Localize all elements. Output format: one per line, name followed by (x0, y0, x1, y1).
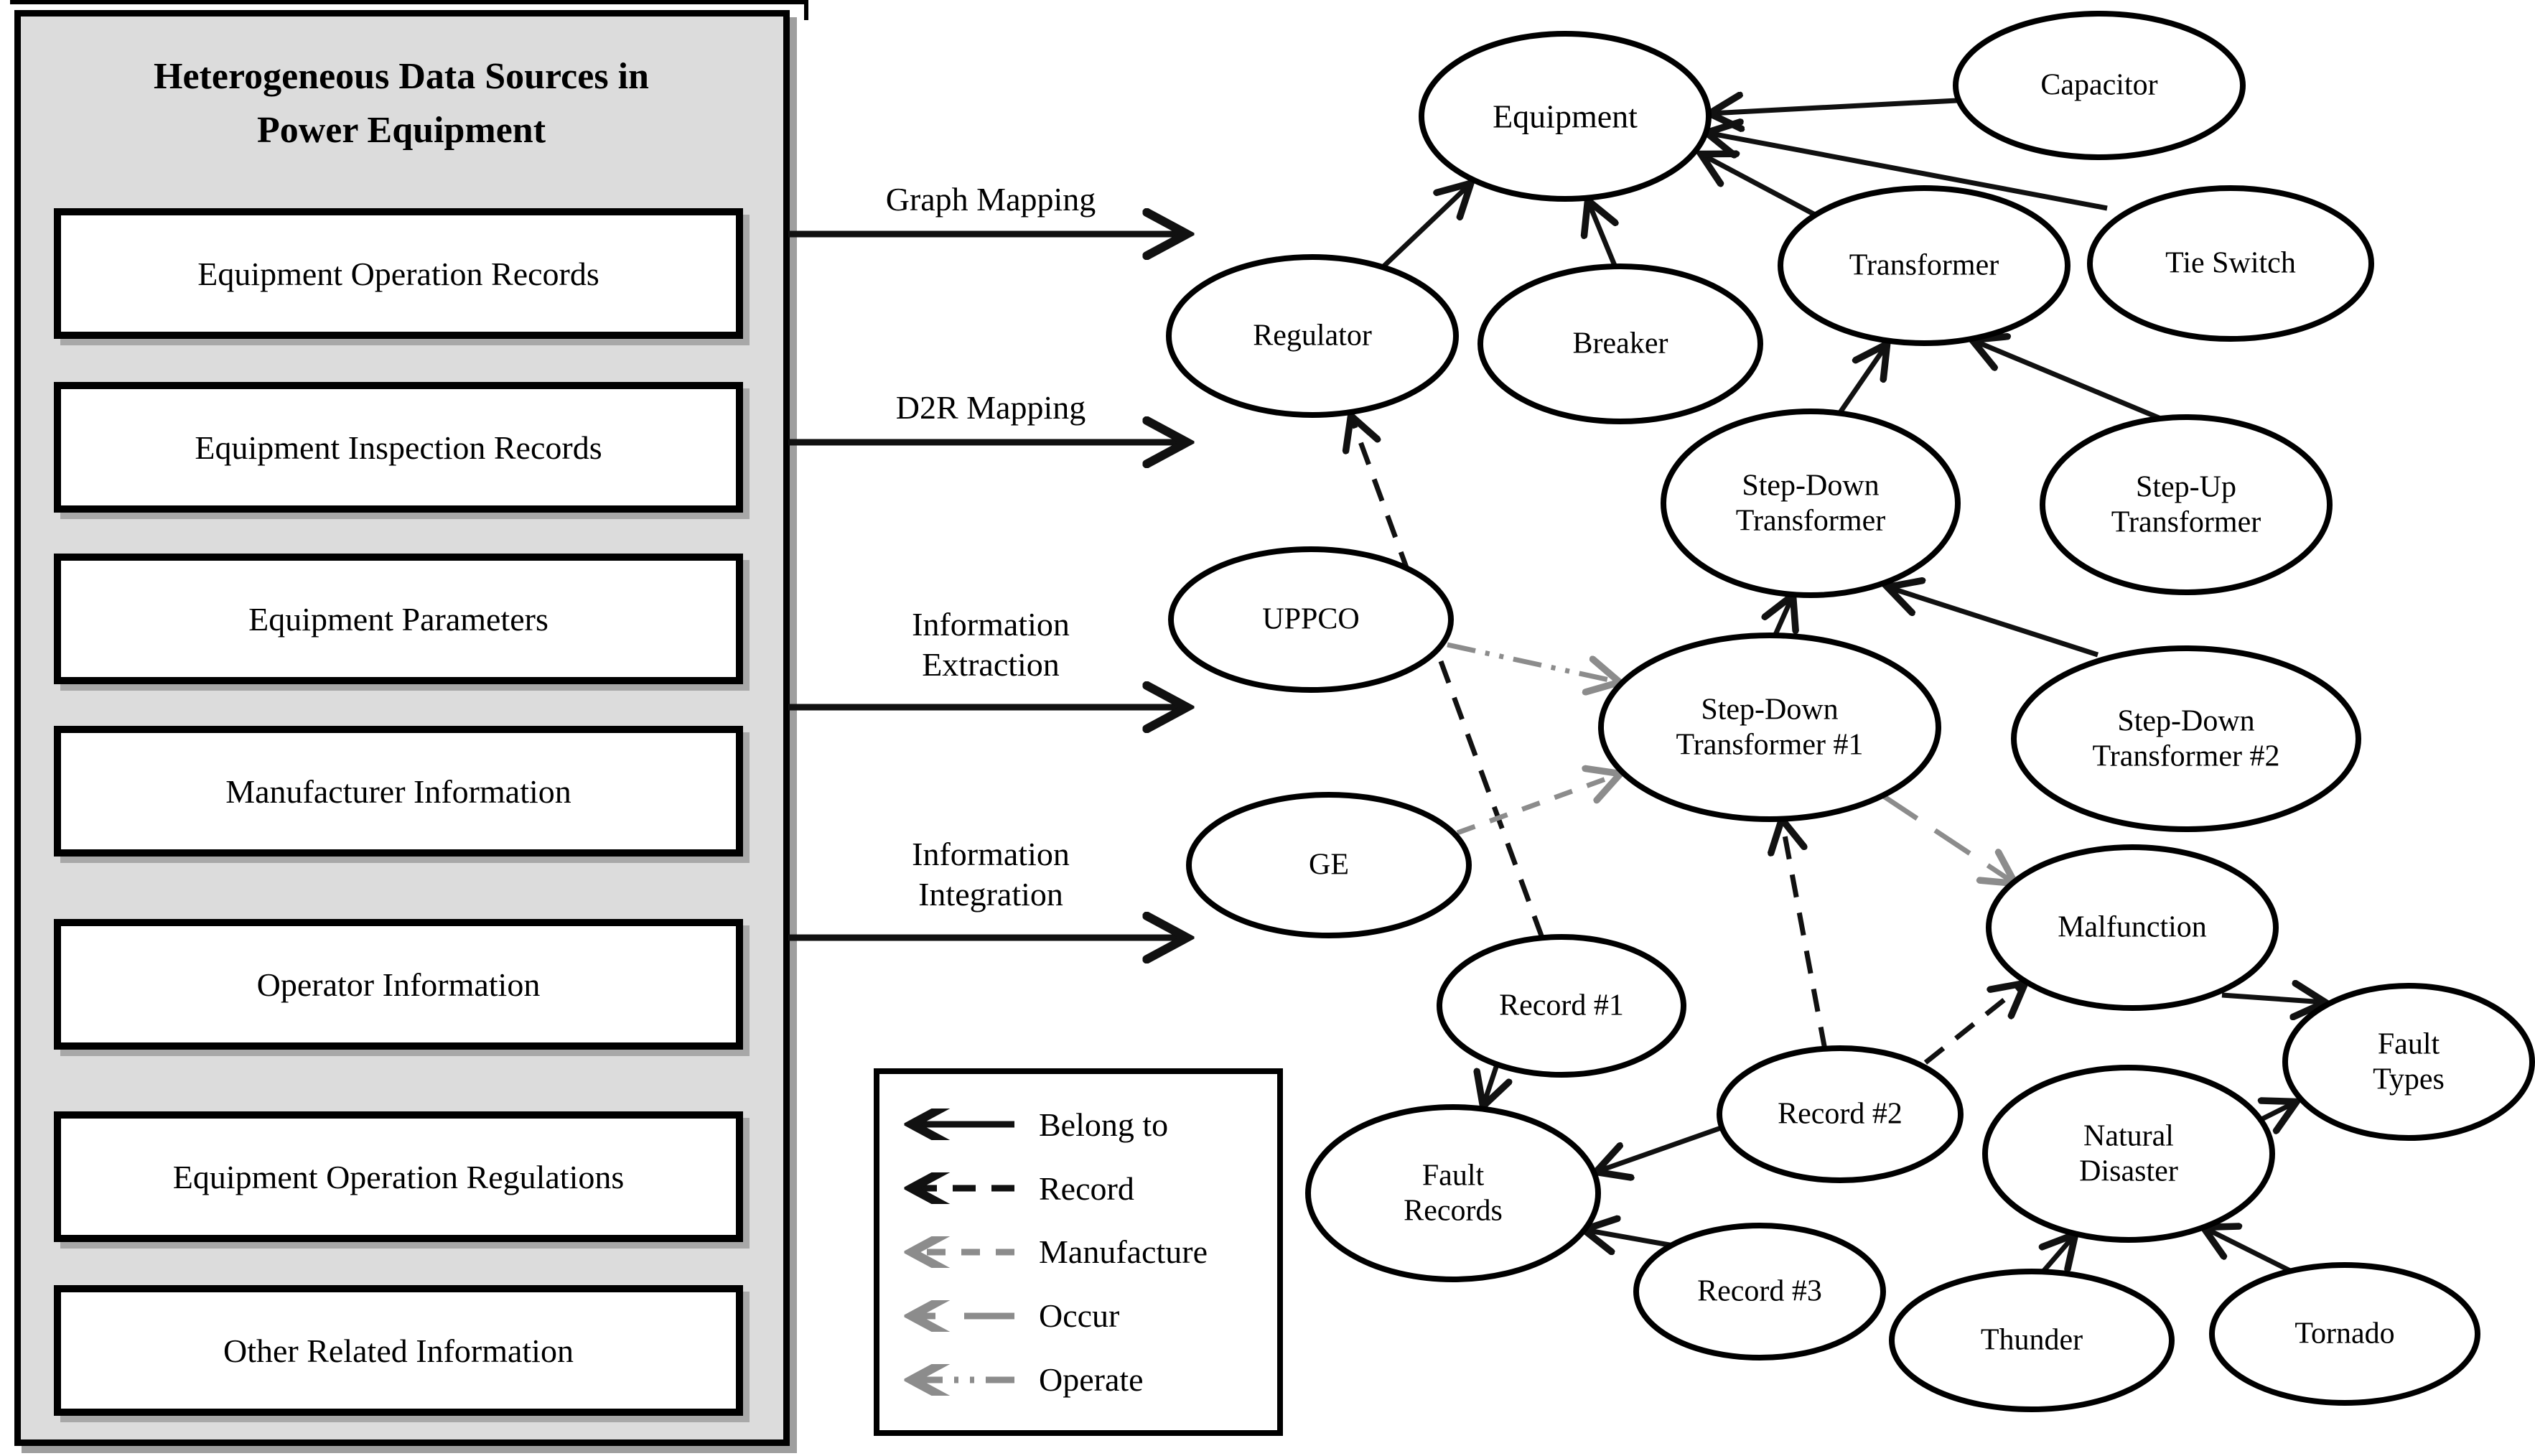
node-label-breaker: Breaker (1572, 327, 1668, 360)
edge-record3-to-fault-records (1584, 1230, 1674, 1246)
node-label-record1: Record #1 (1499, 989, 1624, 1022)
node-ge-ellipse (1186, 792, 1472, 938)
node-transformer-ellipse (1778, 185, 2071, 346)
node-label-record3: Record #3 (1697, 1274, 1822, 1308)
legend-item-manufacture: Manufacture (900, 1233, 1277, 1271)
legend-item-occur: Occur (900, 1297, 1277, 1335)
legend-label-occur: Occur (1039, 1297, 1120, 1335)
panel-title: Heterogeneous Data Sources in Power Equi… (154, 56, 649, 151)
frame-artifact-top-line (10, 0, 808, 4)
node-label-regulator: Regulator (1253, 319, 1372, 353)
edge-record2-to-sdt1 (1782, 820, 1828, 1050)
legend-label-record: Record (1039, 1170, 1134, 1207)
node-capacitor-ellipse (1953, 11, 2246, 160)
legend-label-belong-to: Belong to (1039, 1106, 1169, 1143)
legend-label-operate: Operate (1039, 1361, 1144, 1399)
node-label-capacitor: Capacitor (2040, 68, 2158, 102)
node-step-down-transformer-ellipse (1661, 409, 1961, 598)
map-label-d2r-mapping: D2R Mapping (895, 389, 1086, 426)
node-label-sdt1: Step-Down Transformer #1 (1676, 693, 1864, 761)
node-malfunction-ellipse (1986, 844, 2279, 1011)
legend-item-record: Record (900, 1170, 1277, 1208)
edge-transformer-to-equipment (1701, 154, 1818, 218)
node-label-malfunction: Malfunction (2058, 910, 2207, 944)
node-label-thunder: Thunder (1980, 1323, 2083, 1357)
dashed-black-arrow-icon (900, 1172, 1014, 1204)
edge-step-down-transformer-to-transformer (1837, 345, 1887, 415)
source-box-equipment-inspection-records: Equipment Inspection Records (54, 382, 743, 513)
edge-thunder-to-natural-disaster (2043, 1235, 2075, 1274)
node-label-transformer: Transformer (1849, 248, 1999, 282)
node-label-fault-records: Fault Records (1404, 1159, 1503, 1227)
edge-natural-disaster-to-fault-types (2261, 1102, 2296, 1119)
node-sdt1-ellipse (1598, 633, 1941, 822)
node-step-up-transformer-ellipse (2040, 414, 2333, 595)
long-dash-gray-arrow-icon (900, 1300, 1014, 1332)
node-label-tornado: Tornado (2294, 1317, 2395, 1350)
node-natural-disaster-ellipse (1982, 1065, 2275, 1243)
node-label-fault-types: Fault Types (2373, 1027, 2445, 1096)
solid-black-arrow-icon (900, 1109, 1014, 1140)
node-label-natural-disaster: Natural Disaster (2079, 1119, 2178, 1187)
node-tornado-ellipse (2209, 1262, 2480, 1406)
edge-tie-switch-to-equipment (1707, 133, 2108, 211)
edge-uppco-to-sdt1 (1447, 642, 1619, 682)
node-fault-types-ellipse (2282, 983, 2535, 1141)
node-label-tie-switch: Tie Switch (2165, 246, 2296, 280)
map-label-information-integration: Information Integration (912, 836, 1070, 913)
node-thunder-ellipse (1889, 1269, 2175, 1412)
edge-regulator-to-equipment (1379, 184, 1470, 271)
node-label-uppco: UPPCO (1262, 602, 1360, 636)
node-label-step-down-transformer: Step-Down Transformer (1735, 469, 1886, 537)
edge-malfunction-to-fault-types (2221, 995, 2325, 1002)
source-box-equipment-operation-records: Equipment Operation Records (54, 208, 743, 339)
node-label-ge: GE (1309, 848, 1349, 882)
node-label-sdt2: Step-Down Transformer #2 (2092, 704, 2280, 773)
node-label-record2: Record #2 (1778, 1097, 1903, 1131)
source-box-other-related-information: Other Related Information (54, 1285, 743, 1416)
edge-record2-to-malfunction (1923, 984, 2025, 1065)
dash-dot-gray-arrow-icon (900, 1364, 1014, 1396)
node-record1-ellipse (1437, 934, 1686, 1078)
node-fault-records-ellipse (1305, 1104, 1601, 1282)
edge-sdt1-to-step-down-transformer (1775, 596, 1793, 638)
node-equipment-ellipse (1419, 31, 1712, 202)
node-label-step-up-transformer: Step-Up Transformer (2111, 470, 2261, 538)
dashed-gray-arrow-icon (900, 1236, 1014, 1268)
edge-sdt1-to-malfunction (1881, 793, 2015, 883)
edge-record1-to-fault-records (1483, 1061, 1498, 1106)
map-label-graph-mapping: Graph Mapping (885, 181, 1096, 218)
source-box-manufacturer-information: Manufacturer Information (54, 726, 743, 857)
node-regulator-ellipse (1166, 254, 1459, 418)
node-uppco-ellipse (1168, 546, 1454, 693)
edge-capacitor-to-equipment (1710, 101, 1958, 113)
edge-sdt2-to-step-down-transformer (1888, 587, 2099, 658)
source-box-equipment-operation-regulations: Equipment Operation Regulations (54, 1111, 743, 1242)
map-label-information-extraction: Information Extraction (912, 606, 1070, 683)
legend-item-belong-to: Belong to (900, 1106, 1277, 1144)
node-tie-switch-ellipse (2087, 185, 2374, 342)
edge-step-up-transformer-to-transformer (1973, 340, 2164, 422)
edge-ge-to-sdt1 (1456, 774, 1620, 836)
edge-record2-to-fault-records (1597, 1124, 1724, 1172)
source-box-operator-information: Operator Information (54, 919, 743, 1050)
node-sdt2-ellipse (2011, 645, 2361, 832)
node-record2-ellipse (1717, 1045, 1964, 1183)
edge-breaker-to-equipment (1588, 201, 1615, 269)
edge-tornado-to-natural-disaster (2204, 1228, 2292, 1274)
source-box-equipment-parameters: Equipment Parameters (54, 554, 743, 684)
node-record3-ellipse (1633, 1223, 1886, 1361)
node-label-equipment: Equipment (1493, 98, 1638, 135)
node-breaker-ellipse (1477, 263, 1763, 424)
frame-artifact-top-tick (804, 0, 808, 20)
edge-record1-to-regulator (1351, 416, 1545, 939)
legend-label-manufacture: Manufacture (1039, 1233, 1208, 1271)
legend-item-operate: Operate (900, 1361, 1277, 1399)
legend-box: Belong to Record Manufacture Occur Opera… (874, 1068, 1283, 1436)
